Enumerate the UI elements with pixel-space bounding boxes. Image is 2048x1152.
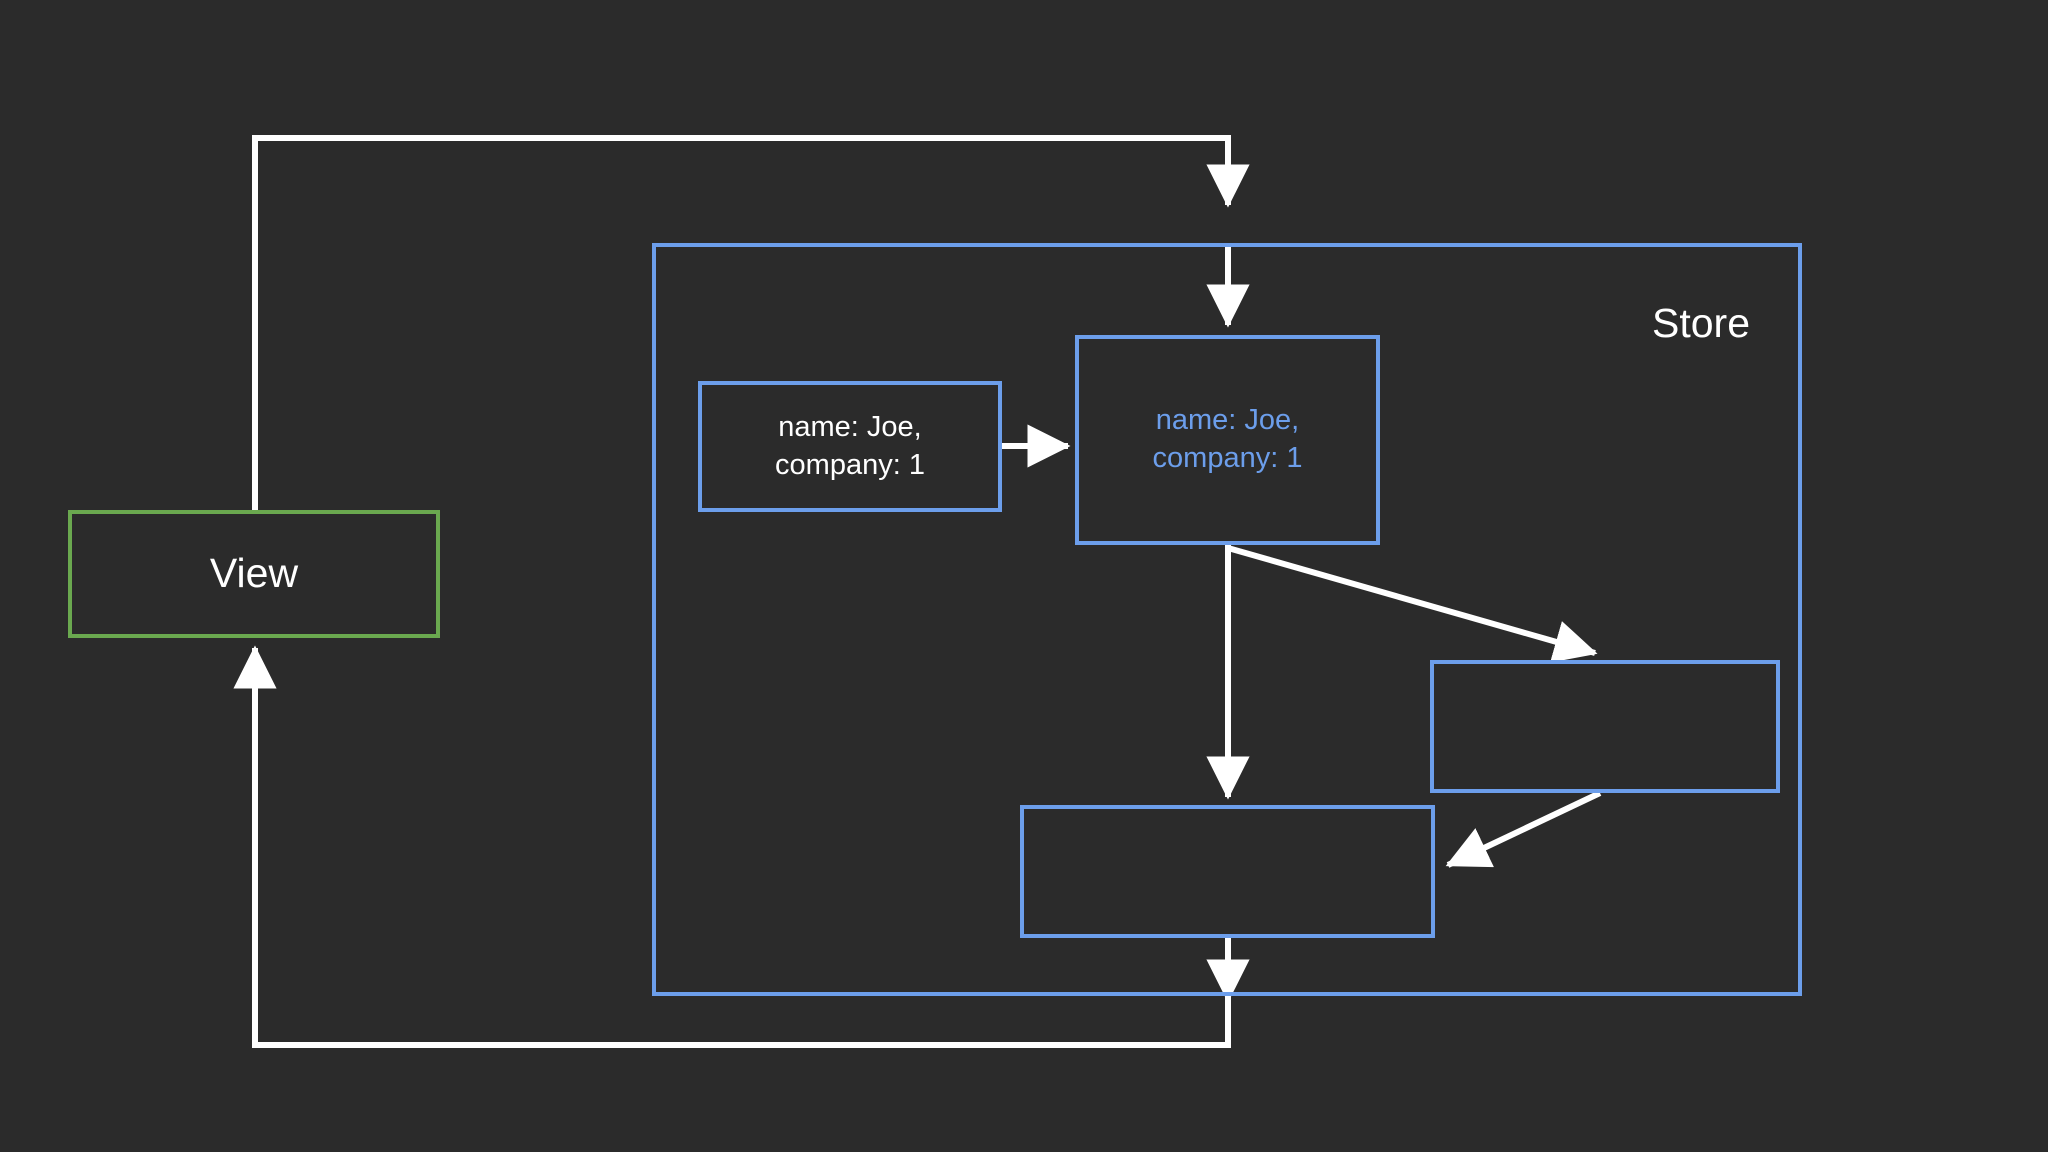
node-view[interactable]: View xyxy=(68,510,440,638)
node-store-container[interactable]: Store xyxy=(652,243,1802,996)
node-source-record-label: name: Joe, company: 1 xyxy=(775,410,925,481)
node-stored-record[interactable]: name: Joe, company: 1 xyxy=(1075,335,1380,545)
store-title: Store xyxy=(1652,300,1750,346)
node-right-empty[interactable] xyxy=(1430,660,1780,793)
node-source-record[interactable]: name: Joe, company: 1 xyxy=(698,381,1002,512)
node-view-label: View xyxy=(209,550,299,597)
node-stored-record-label: name: Joe, company: 1 xyxy=(1152,404,1303,474)
node-bottom-empty[interactable] xyxy=(1020,805,1435,938)
